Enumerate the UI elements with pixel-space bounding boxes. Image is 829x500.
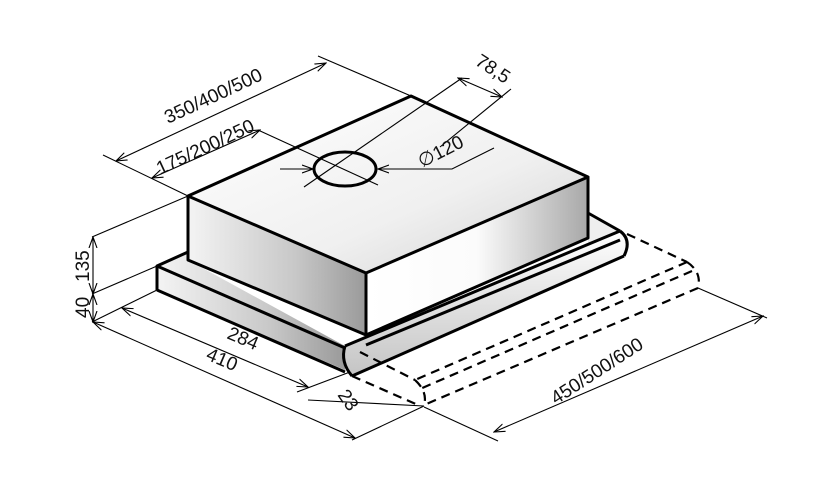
body-left-face xyxy=(188,196,366,335)
dimension-lines xyxy=(92,55,768,442)
label-width-total: 450/500/600 xyxy=(547,334,647,409)
label-height-base: 40 xyxy=(73,297,94,318)
label-height-body: 135 xyxy=(73,250,94,282)
label-visor-thickness: 23 xyxy=(333,386,362,415)
body-right-face xyxy=(366,177,588,335)
body-top-face xyxy=(188,96,588,273)
label-outlet-offset-y: 78,5 xyxy=(471,51,513,89)
label-depth-total: 410 xyxy=(203,344,240,376)
outlet-circle xyxy=(312,150,378,188)
hood-body xyxy=(186,94,590,337)
visor-extended-dashed xyxy=(351,233,700,407)
